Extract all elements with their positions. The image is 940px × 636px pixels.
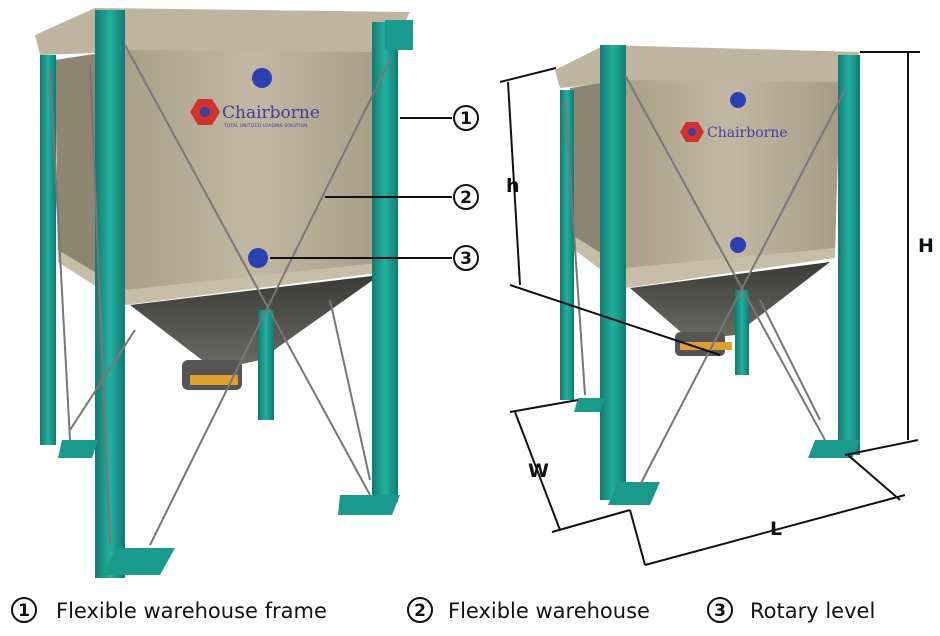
brand-logo: Chairborne TOTAL UNITIZED LOADING SOLUTI…	[190, 99, 320, 129]
callout-3: 3	[453, 245, 479, 271]
frame-leg-back-right	[258, 310, 274, 420]
svg-text:3: 3	[460, 249, 472, 269]
dimension-H: H	[918, 235, 934, 257]
frame-cap-right	[385, 20, 413, 50]
flexible-warehouse-fabric	[120, 50, 388, 300]
svg-text:3: 3	[714, 601, 726, 621]
base-plate	[338, 495, 400, 515]
lower-ledge	[58, 250, 385, 305]
brand-name-right: Chairborne	[707, 125, 788, 141]
legend: 1 Flexible warehouse frame 2 Flexible wa…	[11, 597, 875, 623]
frame-leg-front-right	[372, 22, 398, 502]
legend-item-2: 2 Flexible warehouse	[407, 597, 650, 623]
svg-text:2: 2	[414, 601, 426, 621]
frame-leg-back-left	[40, 55, 56, 445]
outlet-valve	[190, 375, 238, 385]
dimension-L: L	[770, 518, 782, 540]
svg-text:2: 2	[460, 188, 472, 208]
hopper-cone	[130, 275, 380, 370]
svg-text:1: 1	[18, 601, 30, 621]
top-rotary-level-sensor	[252, 68, 272, 88]
legend-label: Rotary level	[750, 599, 875, 623]
dimension-W: W	[528, 460, 549, 482]
base-plate	[100, 548, 175, 575]
dimension-h: h	[506, 175, 520, 197]
brand-name: Chairborne	[222, 103, 320, 123]
left-hopper: Chairborne TOTAL UNITIZED LOADING SOLUTI…	[35, 8, 413, 578]
top-panel	[35, 8, 410, 55]
callouts	[270, 117, 452, 259]
rotary-level-sensor	[248, 248, 268, 268]
dimension-lines	[499, 51, 920, 566]
right-hopper: Chairborne	[555, 45, 860, 505]
legend-item-1: 1 Flexible warehouse frame	[11, 597, 327, 623]
tension-cables	[49, 44, 391, 546]
legend-label: Flexible warehouse frame	[56, 599, 327, 623]
brand-tagline: TOTAL UNITIZED LOADING SOLUTION	[223, 123, 308, 129]
legend-item-3: 3 Rotary level	[707, 597, 875, 623]
svg-text:1: 1	[460, 109, 472, 129]
base-plate	[58, 440, 98, 458]
callout-2: 2	[453, 184, 479, 210]
callout-1: 1	[453, 105, 479, 131]
legend-label: Flexible warehouse	[448, 599, 650, 623]
